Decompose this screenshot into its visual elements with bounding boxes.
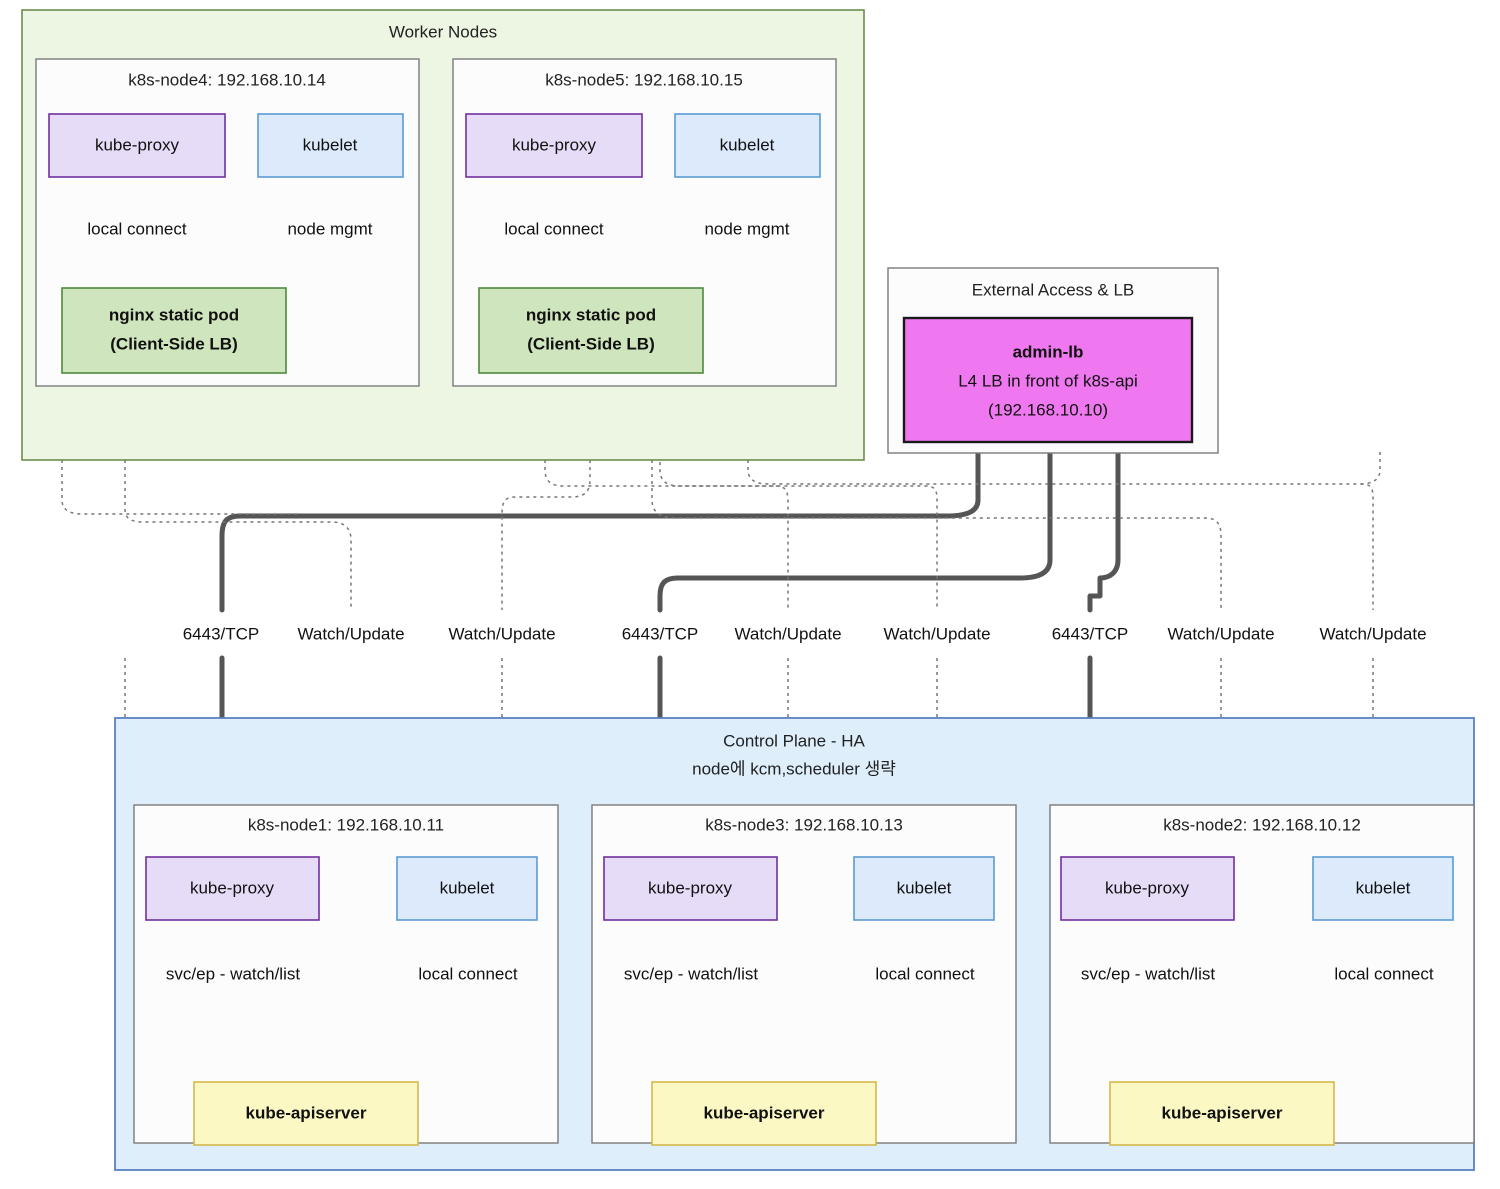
mid-label-text: 6443/TCP [1052, 624, 1129, 643]
control-node1-kubelet-label: kubelet [440, 878, 495, 897]
control-node2-edge-label-left: svc/ep - watch/list [1081, 964, 1215, 983]
external-access-lb-title: External Access & LB [972, 280, 1135, 299]
worker-node4-nginx-pod-line2: (Client-Side LB) [110, 334, 238, 353]
mid-label-text: 6443/TCP [622, 624, 699, 643]
mid-band-edge-labels: 6443/TCP Watch/Update Watch/Update 6443/… [166, 621, 1442, 649]
worker-node4-kubelet-label: kubelet [303, 135, 358, 154]
mid-label-7: Watch/Update [1156, 621, 1290, 649]
control-node1-kubelet-box[interactable] [396, 856, 538, 921]
worker-node4-title: k8s-node4: 192.168.10.14 [128, 70, 326, 89]
control-node3-kubelet-label: kubelet [897, 878, 952, 897]
worker-node5-nginx-pod-box[interactable] [478, 287, 704, 374]
worker-node5-kube-proxy-label: kube-proxy [512, 135, 597, 154]
control-node3-kube-proxy-label: kube-proxy [648, 878, 733, 897]
control-node1-edge-label-right: local connect [418, 964, 518, 983]
mid-label-8: Watch/Update [1308, 621, 1442, 649]
mid-label-2: Watch/Update [437, 621, 571, 649]
control-node2-kube-proxy-label: kube-proxy [1105, 878, 1190, 897]
control-node2-title: k8s-node2: 192.168.10.12 [1163, 815, 1361, 834]
worker-node5-nginx-pod-line1: nginx static pod [526, 305, 656, 324]
worker-node4-nginx-pod-box[interactable] [61, 287, 287, 374]
mid-label-4: Watch/Update [723, 621, 857, 649]
control-node2-kubelet-label: kubelet [1356, 878, 1411, 897]
mid-label-text: Watch/Update [448, 624, 555, 643]
control-node2-edge-label-right: local connect [1334, 964, 1434, 983]
admin-lb-name: admin-lb [1013, 342, 1084, 361]
control-node1-kube-proxy-label: kube-proxy [190, 878, 275, 897]
control-node2-kube-apiserver-label: kube-apiserver [1162, 1103, 1283, 1122]
mid-label-text: Watch/Update [883, 624, 990, 643]
mid-label-6: 6443/TCP [1035, 621, 1145, 649]
cross-canvas-dotted-edges [61, 390, 1381, 515]
mid-label-0: 6443/TCP [166, 621, 276, 649]
control-node3-edge-label-left: svc/ep - watch/list [624, 964, 758, 983]
worker-node4-nginx-pod-line1: nginx static pod [109, 305, 239, 324]
worker-node5-kubelet-box[interactable] [674, 113, 821, 178]
worker-node4-edge-label-left: local connect [87, 219, 187, 238]
mid-label-3: 6443/TCP [605, 621, 715, 649]
control-node1-title: k8s-node1: 192.168.10.11 [248, 815, 444, 834]
admin-lb-desc: L4 LB in front of k8s-api [958, 371, 1138, 390]
control-node1-kube-apiserver-label: kube-apiserver [246, 1103, 367, 1122]
worker-nodes-group-title: Worker Nodes [389, 22, 497, 41]
control-node1-edge-label-left: svc/ep - watch/list [166, 964, 300, 983]
worker-node5-edge-label-left: local connect [504, 219, 604, 238]
control-node3-kube-proxy-box[interactable] [603, 856, 778, 921]
control-plane-title-line1: Control Plane - HA [723, 731, 865, 750]
mid-label-1: Watch/Update [286, 621, 420, 649]
control-node1-kube-proxy-box[interactable] [145, 856, 320, 921]
worker-node5-nginx-pod-line2: (Client-Side LB) [527, 334, 655, 353]
worker-node4-kubelet-box[interactable] [257, 113, 404, 178]
control-node2-kube-proxy-box[interactable] [1060, 856, 1235, 921]
control-node1-kube-apiserver-box[interactable] [193, 1081, 419, 1146]
control-node3-edge-label-right: local connect [875, 964, 975, 983]
mid-label-text: Watch/Update [297, 624, 404, 643]
mid-label-text: 6443/TCP [183, 624, 260, 643]
worker-node5-kube-proxy-box[interactable] [465, 113, 643, 178]
worker-node5-kubelet-label: kubelet [720, 135, 775, 154]
worker-node5-title: k8s-node5: 192.168.10.15 [545, 70, 743, 89]
control-node3-kube-apiserver-label: kube-apiserver [704, 1103, 825, 1122]
mid-label-text: Watch/Update [1319, 624, 1426, 643]
control-node-k8s-node2: k8s-node2: 192.168.10.12 kube-proxy kube… [1049, 804, 1475, 1146]
worker-node4-edge-label-right: node mgmt [287, 219, 372, 238]
control-node2-kube-apiserver-box[interactable] [1109, 1081, 1335, 1146]
external-access-lb-group: External Access & LB admin-lb L4 LB in f… [887, 267, 1219, 454]
admin-lb-box[interactable] [902, 316, 1194, 444]
worker-node4-kube-proxy-box[interactable] [48, 113, 226, 178]
worker-node5-edge-label-right: node mgmt [704, 219, 789, 238]
control-node3-kubelet-box[interactable] [853, 856, 995, 921]
worker-node-k8s-node4: k8s-node4: 192.168.10.14 kube-proxy kube… [35, 58, 420, 387]
control-node3-kube-apiserver-box[interactable] [651, 1081, 877, 1146]
worker-node4-kube-proxy-label: kube-proxy [95, 135, 180, 154]
control-node-k8s-node1: k8s-node1: 192.168.10.11 kube-proxy kube… [133, 804, 559, 1146]
admin-lb-ip: (192.168.10.10) [988, 400, 1108, 419]
control-plane-title-line2: node에 kcm,scheduler 생략 [692, 759, 896, 778]
mid-label-text: Watch/Update [1167, 624, 1274, 643]
control-node2-kubelet-box[interactable] [1312, 856, 1454, 921]
mid-label-5: Watch/Update [872, 621, 1006, 649]
mid-label-text: Watch/Update [734, 624, 841, 643]
control-node-k8s-node3: k8s-node3: 192.168.10.13 kube-proxy kube… [591, 804, 1017, 1146]
control-node3-title: k8s-node3: 192.168.10.13 [705, 815, 903, 834]
worker-node-k8s-node5: k8s-node5: 192.168.10.15 kube-proxy kube… [452, 58, 837, 387]
